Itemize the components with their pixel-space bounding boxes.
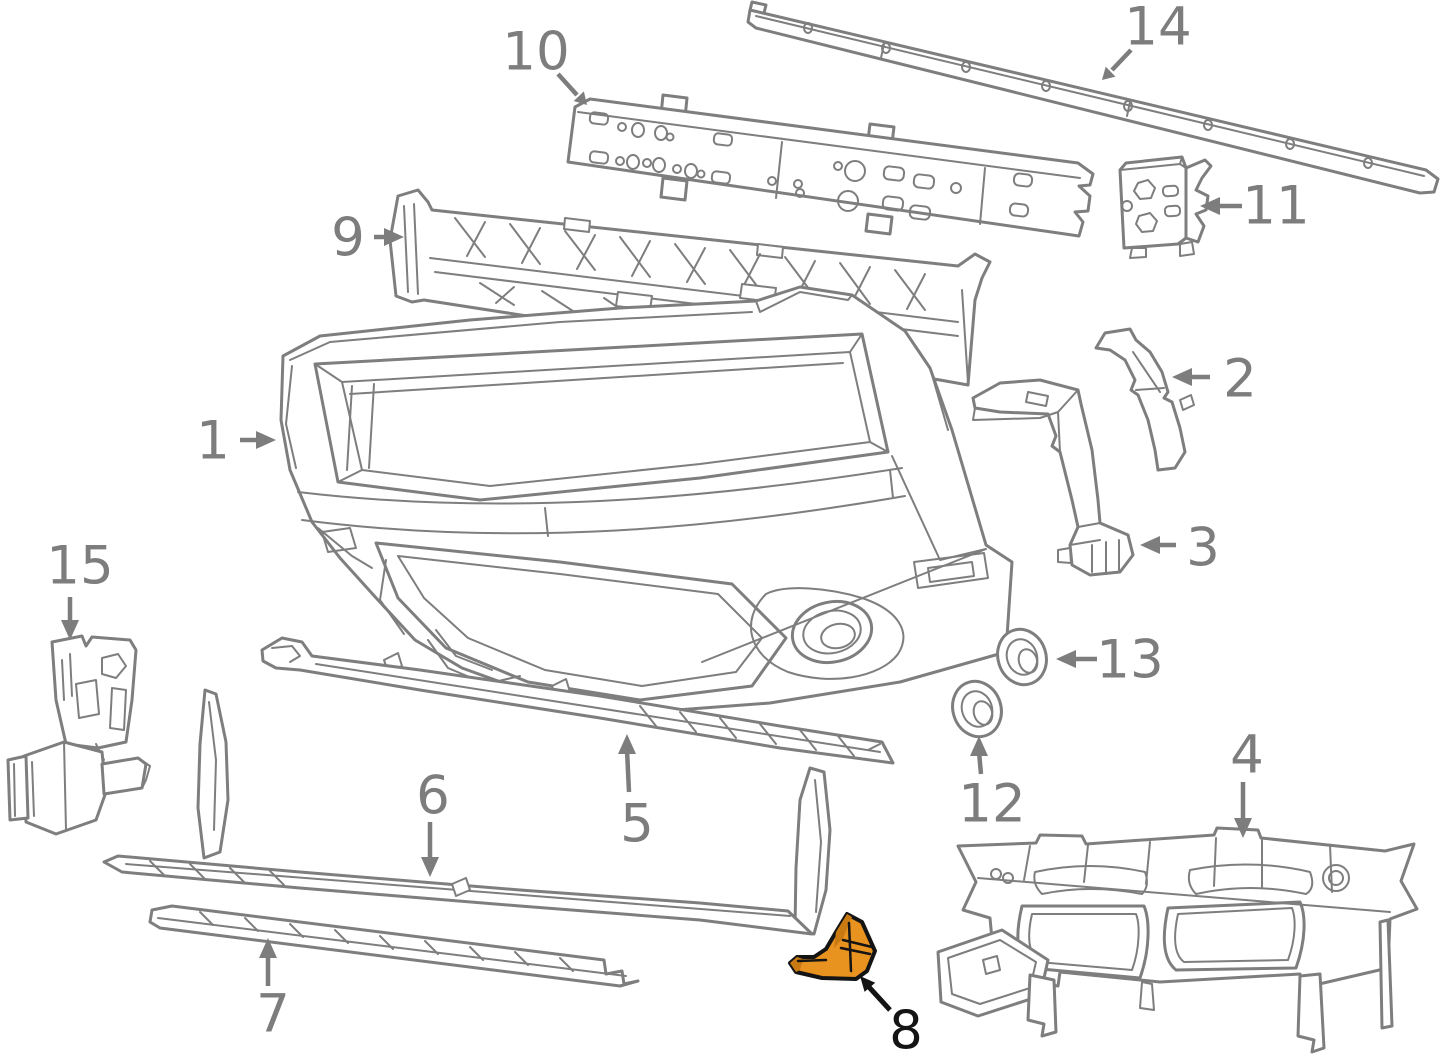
callout-14: 14 <box>1102 0 1192 80</box>
callout-label: 1 <box>196 411 230 472</box>
callout-label: 9 <box>331 208 365 269</box>
callout-label: 8 <box>889 1001 923 1062</box>
arrowhead-icon <box>61 620 79 640</box>
arrowhead-icon <box>384 228 404 246</box>
arrowhead-icon <box>618 734 636 754</box>
arrowhead-icon <box>573 91 587 105</box>
callout-arrow <box>1110 48 1133 72</box>
part-1-bumper-fascia <box>279 283 1014 714</box>
callout-10: 10 <box>502 22 587 105</box>
callout-6: 6 <box>416 766 450 877</box>
arrowhead-icon <box>1172 368 1192 386</box>
callout-label: 11 <box>1242 176 1309 237</box>
arrowhead-icon <box>259 938 277 958</box>
callout-label: 4 <box>1230 725 1264 786</box>
callout-2: 2 <box>1172 349 1257 410</box>
callout-8-highlighted: 8 <box>860 976 923 1062</box>
arrowhead-icon <box>1056 650 1076 668</box>
part-11-mount-bracket <box>1118 155 1213 259</box>
callout-1: 1 <box>196 411 276 472</box>
part-6-lower-trim-strip <box>102 688 832 936</box>
arrowhead-icon <box>1200 197 1220 215</box>
part-12-grommet <box>951 679 1003 739</box>
arrowhead-icon <box>1234 818 1252 838</box>
callout-label: 5 <box>620 794 654 855</box>
part-4-air-intake-duct <box>936 826 1419 1054</box>
callout-7: 7 <box>256 938 290 1045</box>
callout-label: 2 <box>1223 349 1257 410</box>
arrowhead-icon <box>860 976 876 992</box>
part-5-upper-trim-strip <box>260 636 895 765</box>
arrowhead-icon <box>1102 66 1116 80</box>
arrowhead-icon <box>970 736 988 756</box>
callout-12: 12 <box>958 736 1026 835</box>
part-14-sight-shield-strip <box>746 0 1440 195</box>
part-2-side-bracket <box>1094 327 1195 472</box>
callout-label: 6 <box>416 766 450 827</box>
callout-11: 11 <box>1200 176 1310 237</box>
callout-label: 14 <box>1124 0 1191 58</box>
callout-3: 3 <box>1140 518 1220 579</box>
part-7-lower-molding-strip <box>148 904 640 988</box>
part-8-end-bracket-highlighted <box>788 912 877 981</box>
part-15-sensor-bracket <box>6 634 151 836</box>
callout-5: 5 <box>618 734 654 855</box>
callout-label: 3 <box>1186 518 1220 579</box>
callout-arrow <box>624 749 632 793</box>
part-10-bumper-reinforcement <box>566 93 1095 238</box>
part-13-grommet <box>996 627 1048 687</box>
callout-label: 10 <box>502 22 569 83</box>
callout-15: 15 <box>46 536 114 640</box>
arrowhead-icon <box>1140 536 1160 554</box>
arrowhead-icon <box>421 857 439 877</box>
callout-4: 4 <box>1230 725 1264 838</box>
arrowhead-icon <box>256 431 276 449</box>
callout-label: 7 <box>256 984 290 1045</box>
callout-arrow <box>866 984 892 1012</box>
callout-13: 13 <box>1056 630 1164 691</box>
part-3-support-bracket <box>971 378 1135 577</box>
callout-label: 13 <box>1096 630 1163 691</box>
callout-9: 9 <box>331 208 404 269</box>
callout-label: 15 <box>46 536 113 597</box>
callout-label: 12 <box>958 774 1025 835</box>
callout-arrow <box>556 72 579 97</box>
